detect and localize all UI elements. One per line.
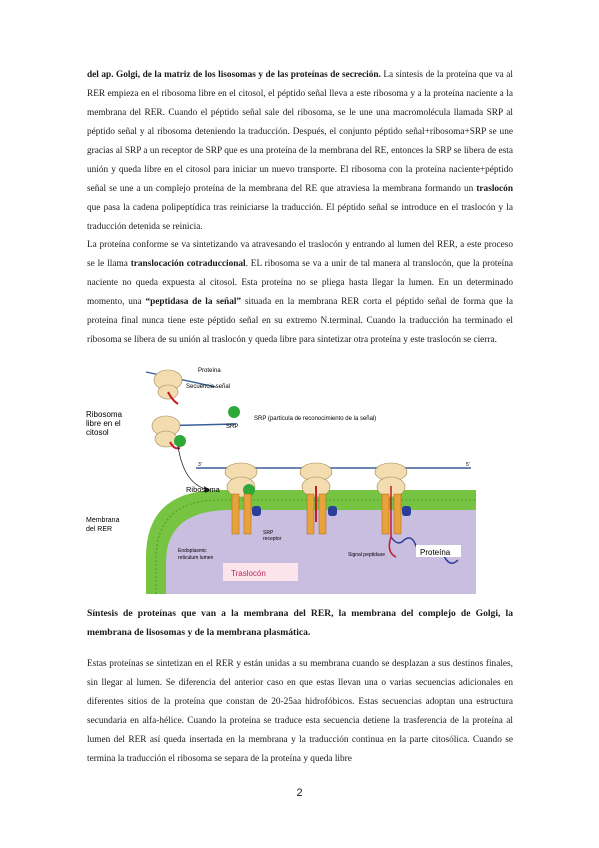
figure-label-translocon: Traslocón [231,569,266,578]
paragraph-rer-synthesis: del ap. Golgi, de la matriz de los lisos… [87,70,513,232]
figure-label-srp-receptor-1: SRP [263,530,274,536]
figure-label-membrane-1: Membrana [86,517,120,524]
paragraph-lead-bold: del ap. Golgi, de la matriz de los lisos… [87,70,381,80]
figure-label-srp: SRP [226,424,238,430]
paragraph-membrane-proteins: Estas proteínas se sintetizan en el RER … [87,659,513,764]
figure-label-free-ribosome-2: libre en el [86,419,121,428]
figure-label-membrane-2: del RER [86,526,112,533]
figure-label-protein: Proteína [420,548,451,557]
term-traslocon: traslocón [476,184,513,194]
figure-label-lumen-2: reticulum lumen [178,555,214,561]
figure-label-lumen-1: Endoplasmic [178,548,207,554]
figure-label-signal-seq: Secuencia señal [186,384,230,390]
figure-label-srp-receptor-2: receptor [263,536,282,542]
section-heading: Síntesis de proteínas que van a la membr… [87,608,513,638]
page-number: 2 [296,787,303,799]
svg-text:3': 3' [198,462,202,468]
figure-label-signal-peptidase: Signal peptidase [348,552,385,558]
srp-translocation-figure: Proteína Secuencia señal Ribosoma libre … [86,368,476,594]
term-peptidasa-senal: “peptidasa de la señal” [145,297,242,307]
paragraph-translocation: La proteína conforme se va sintetizando … [87,240,513,345]
figure-label-srp-desc: SRP (partícula de reconocimiento de la s… [254,416,376,422]
srp-particle [174,435,186,447]
figure-label-ribosome: Ribosoma [186,485,221,494]
svg-text:5': 5' [466,462,470,468]
term-translocacion-cotraduccional: translocación cotraduccional [130,259,246,269]
srp-receptor [252,506,261,516]
figure-label-free-ribosome-3: citosol [86,428,109,437]
figure-label-free-ribosome-1: Ribosoma [86,410,123,419]
translocon-1 [231,493,240,535]
figure-label-protein-top: Proteína [198,368,221,374]
